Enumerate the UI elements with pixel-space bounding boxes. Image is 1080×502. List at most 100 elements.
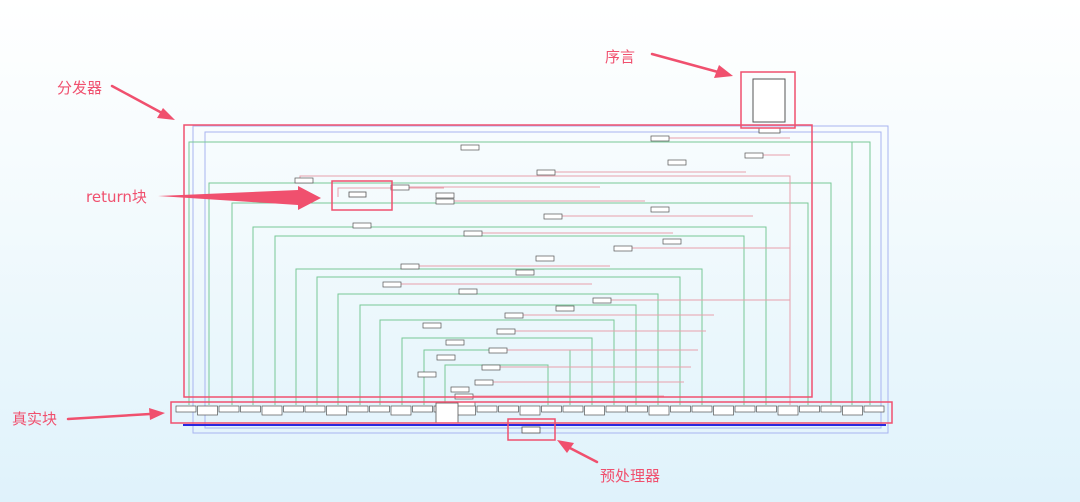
dispatch-block bbox=[400, 263, 420, 270]
dispatcher-label: 分发器 bbox=[57, 79, 102, 97]
prologue-highlight-box bbox=[740, 71, 796, 129]
real-block bbox=[820, 405, 842, 413]
preprocessor-block bbox=[521, 426, 541, 434]
prologue-arrow bbox=[650, 52, 720, 74]
real-block bbox=[326, 405, 347, 416]
real-block bbox=[283, 405, 304, 413]
return-arrow bbox=[158, 186, 321, 210]
dispatch-block bbox=[536, 169, 556, 176]
loop-edge bbox=[316, 276, 681, 405]
dispatch-block bbox=[463, 230, 483, 237]
real-block bbox=[455, 405, 476, 416]
prologue-block bbox=[752, 78, 786, 123]
dispatch-block bbox=[445, 339, 465, 346]
dispatch-block bbox=[436, 354, 456, 361]
dispatch-block bbox=[450, 386, 470, 393]
loop-edge-lines bbox=[188, 141, 871, 405]
dispatcher-arrow-head bbox=[157, 108, 175, 120]
real-block bbox=[304, 405, 326, 413]
return-block bbox=[348, 191, 367, 198]
real-block bbox=[240, 405, 261, 413]
loop-edge bbox=[359, 304, 637, 405]
dispatch-block bbox=[435, 198, 455, 205]
real-block bbox=[756, 405, 777, 413]
dispatch-block bbox=[460, 144, 480, 151]
preprocessor-arrow bbox=[566, 445, 599, 464]
dispatch-block bbox=[744, 152, 764, 159]
preprocessor-label: 预处理器 bbox=[600, 467, 660, 485]
loop-edge bbox=[274, 235, 745, 405]
real-blocks-row bbox=[175, 402, 885, 424]
real-block bbox=[175, 405, 197, 413]
preprocessor-highlight-box bbox=[507, 418, 556, 441]
real-block bbox=[842, 405, 863, 416]
real-block bbox=[476, 405, 498, 413]
back-edge-lines bbox=[192, 125, 889, 434]
dispatch-block bbox=[535, 255, 555, 262]
loop-edge bbox=[231, 202, 809, 405]
real-block bbox=[648, 405, 670, 416]
real-block bbox=[519, 405, 541, 416]
dispatch-block bbox=[488, 347, 508, 354]
loop-edge bbox=[379, 319, 615, 405]
prologue-label: 序言 bbox=[605, 48, 635, 66]
real-block bbox=[197, 405, 218, 416]
real-blocks-arrow bbox=[66, 412, 152, 421]
loop-edge bbox=[401, 337, 593, 405]
dispatch-block bbox=[667, 159, 687, 166]
real-blocks-highlight-box bbox=[170, 401, 893, 424]
real-block bbox=[584, 405, 605, 416]
dispatch-block bbox=[504, 312, 524, 319]
dispatch-block bbox=[390, 184, 410, 191]
real-block bbox=[713, 405, 734, 416]
dispatch-block bbox=[294, 177, 314, 184]
real-block bbox=[627, 405, 648, 413]
dispatch-block bbox=[458, 288, 478, 295]
real-block bbox=[605, 405, 627, 413]
real-block bbox=[562, 405, 584, 413]
dispatch-block bbox=[515, 269, 535, 276]
dispatch-block bbox=[662, 238, 682, 245]
loop-edge bbox=[252, 226, 767, 405]
prologue-arrow-head bbox=[714, 65, 733, 78]
dispatch-block bbox=[592, 297, 612, 304]
return-highlight-box bbox=[331, 180, 393, 211]
dispatch-block bbox=[613, 245, 633, 252]
real-block bbox=[863, 405, 885, 413]
real-blocks-arrow-head bbox=[149, 408, 165, 420]
loop-edge bbox=[190, 141, 871, 405]
loop-edge bbox=[295, 268, 703, 405]
dispatch-block bbox=[481, 364, 501, 371]
real-block-large bbox=[435, 402, 459, 424]
dispatch-block bbox=[543, 213, 563, 220]
dispatch-block bbox=[382, 281, 402, 288]
dispatcher-highlight-box bbox=[183, 124, 813, 398]
real-block bbox=[691, 405, 713, 413]
real-block bbox=[734, 405, 756, 413]
real-block bbox=[369, 405, 390, 413]
real-block bbox=[412, 405, 433, 413]
real-block bbox=[390, 405, 412, 416]
dispatch-blocks bbox=[294, 135, 764, 408]
dispatch-block bbox=[650, 135, 670, 142]
return-block-label: return块 bbox=[86, 188, 147, 206]
dispatch-block bbox=[496, 328, 516, 335]
real-block bbox=[541, 405, 562, 413]
dispatch-block bbox=[417, 371, 437, 378]
dispatch-block bbox=[422, 322, 442, 329]
dispatch-block bbox=[474, 379, 494, 386]
real-block bbox=[347, 405, 369, 413]
loop-edge bbox=[208, 182, 832, 405]
real-block bbox=[498, 405, 519, 413]
dispatcher-arrow bbox=[110, 84, 164, 115]
dispatch-block bbox=[435, 192, 455, 199]
real-block bbox=[670, 405, 691, 413]
real-block bbox=[777, 405, 799, 416]
preprocessor-arrow-head bbox=[557, 440, 574, 453]
dispatch-block bbox=[650, 206, 670, 213]
dispatch-block bbox=[555, 305, 575, 312]
real-block bbox=[799, 405, 820, 413]
real-block bbox=[261, 405, 283, 416]
dispatch-block bbox=[352, 222, 372, 229]
